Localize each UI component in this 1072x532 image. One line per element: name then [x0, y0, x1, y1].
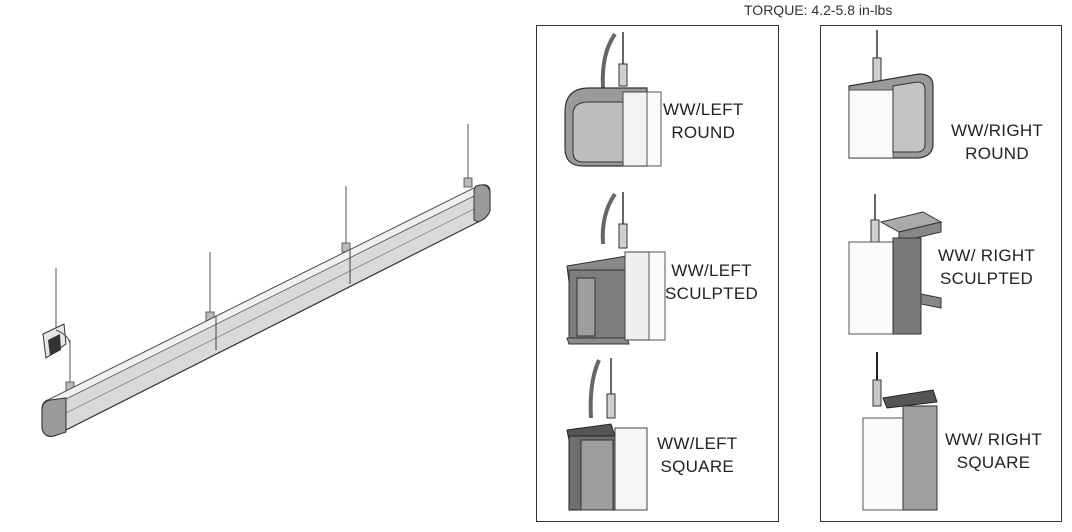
ww-left-round-drawing: [564, 32, 662, 167]
right-end-options-drawings: [848, 30, 943, 511]
ww-left-sculpted-label: WW/LEFT SCULPTED: [665, 261, 759, 303]
ww-left-square-drawing: [566, 358, 648, 511]
torque-spec: TORQUE: 4.2-5.8 in-lbs: [744, 2, 893, 18]
left-end-options-panel: WW/LEFT ROUND WW/LEFT SCULPTED WW/LEFT S…: [536, 25, 779, 522]
right-end-options-panel: WW/RIGHT ROUND WW/ RIGHT SCULPTED WW/ RI…: [820, 25, 1062, 522]
ww-right-square-drawing: [862, 352, 938, 511]
ww-right-square-label: WW/ RIGHT SQUARE: [945, 430, 1043, 472]
ww-left-square-label: WW/LEFT SQUARE: [657, 434, 738, 476]
ww-right-sculpted-label: WW/ RIGHT SCULPTED: [938, 246, 1036, 288]
ww-right-round-drawing: [848, 30, 934, 159]
left-end-options-drawings: [564, 32, 666, 511]
ww-left-sculpted-drawing: [566, 192, 666, 345]
ww-right-round-label: WW/RIGHT ROUND: [951, 121, 1044, 163]
ww-left-round-label: WW/LEFT ROUND: [663, 100, 744, 142]
linear-fixture-illustration: [41, 124, 491, 437]
fixture-body: [41, 184, 491, 437]
ww-right-sculpted-drawing: [848, 194, 943, 335]
